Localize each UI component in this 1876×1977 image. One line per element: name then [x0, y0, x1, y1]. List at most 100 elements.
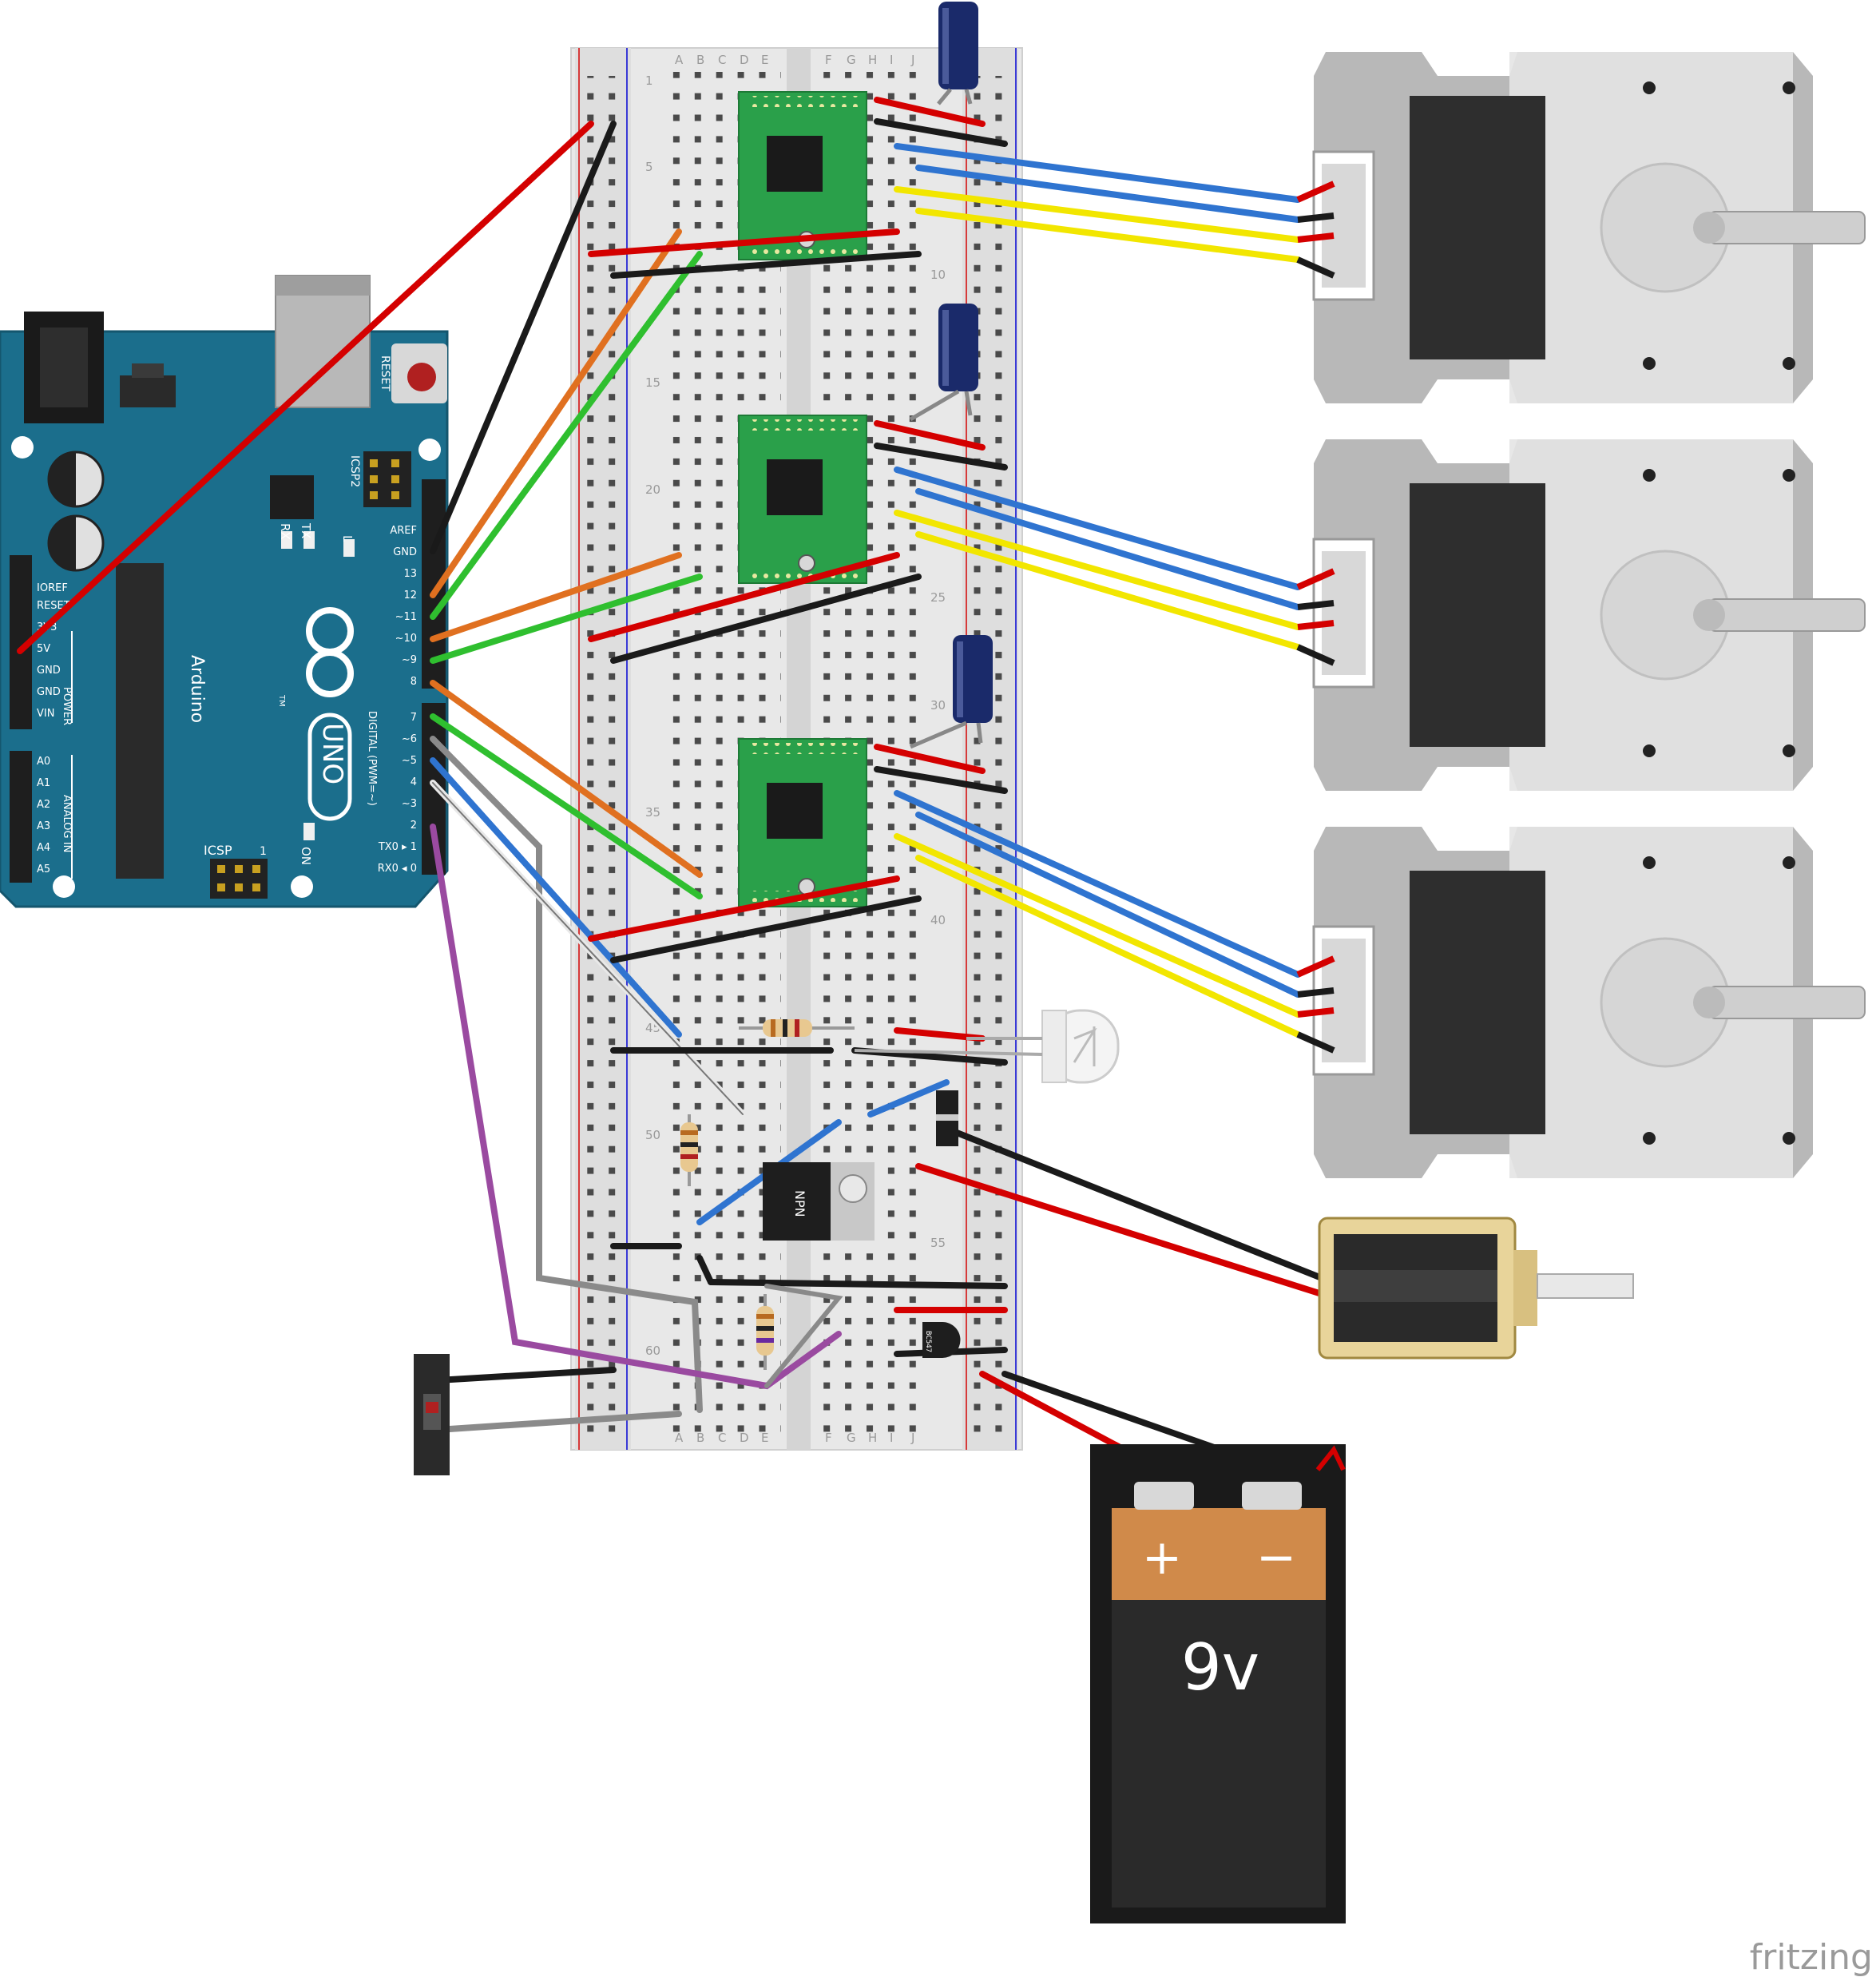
- resistor-lead: [764, 1284, 843, 1388]
- jumper: [708, 1279, 1008, 1289]
- icsp-pin1-label: 1: [260, 845, 267, 858]
- wire-gnd: [430, 121, 617, 554]
- digital-pin-label: ~5: [402, 755, 417, 767]
- usb-chip: [270, 475, 314, 519]
- col-f: F: [825, 53, 832, 67]
- battery-9v: + − 9v: [1090, 1444, 1346, 1923]
- power-pin-label: VIN: [37, 708, 54, 720]
- on-led: [303, 823, 315, 840]
- motor-3-wires: [894, 790, 1301, 1038]
- wire-pin6-gray: [430, 736, 703, 1413]
- row-5: 5: [645, 160, 653, 174]
- stepper-driver-2: [738, 415, 867, 584]
- digital-pin-label: 8: [410, 676, 417, 688]
- col-h-bottom: H: [868, 1431, 877, 1445]
- col-f-bottom: F: [825, 1431, 832, 1445]
- col-c-bottom: C: [718, 1431, 726, 1445]
- wire-pin8: [430, 680, 703, 878]
- fritzing-watermark: fritzing: [1750, 1937, 1873, 1977]
- column-labels-top: A B C D E F G H I J: [675, 53, 914, 67]
- row-60: 60: [645, 1344, 660, 1358]
- battery-plus: +: [1142, 1530, 1182, 1586]
- wire-pin11: [430, 251, 703, 620]
- digital-pin-label: RX0 ◂ 0: [378, 863, 417, 875]
- icsp-label: ICSP: [204, 843, 232, 858]
- mounting-hole: [53, 875, 75, 898]
- jumper: [610, 251, 922, 279]
- analog-label: ANALOG IN: [61, 795, 73, 852]
- l-led: [343, 539, 355, 557]
- digital-pin-label: ~6: [402, 733, 417, 745]
- resistor-base: [680, 1114, 698, 1186]
- col-i-bottom: I: [890, 1431, 893, 1445]
- tx-label: TX: [299, 522, 313, 538]
- tx-led: [281, 531, 292, 549]
- electrolytic-capacitor-2: [909, 304, 978, 422]
- wire-pin9: [430, 574, 703, 664]
- solenoid-wire-red: [915, 1163, 1325, 1297]
- jumper: [867, 1079, 950, 1118]
- small-transistor: BC547: [922, 1322, 961, 1358]
- row-30: 30: [930, 698, 946, 713]
- col-j-bottom: J: [910, 1431, 914, 1445]
- col-i: I: [890, 53, 893, 67]
- solenoid-wire-black: [938, 1123, 1325, 1281]
- col-c: C: [718, 53, 726, 67]
- digital-pin-label: ~3: [402, 798, 417, 810]
- npn-label: NPN: [792, 1190, 807, 1217]
- icsp-header: [210, 859, 268, 899]
- resistor-led: [739, 1019, 855, 1037]
- power-label: POWER: [61, 687, 73, 725]
- l-label: L: [340, 535, 355, 542]
- stepper-motor-2: [1296, 439, 1866, 791]
- row-labels: 1 5 10 15 20 25 30 35 40 45 50 55 60: [645, 73, 946, 1358]
- col-e: E: [761, 53, 768, 67]
- slide-switch[interactable]: [414, 1354, 450, 1475]
- stepper-motor-1: [1296, 52, 1866, 403]
- analog-pin-label: A5: [37, 863, 50, 875]
- on-label: ON: [299, 847, 313, 865]
- mounting-hole: [291, 875, 313, 898]
- jumper: [874, 443, 1008, 470]
- digital-pin-label: ~11: [395, 611, 417, 623]
- digital-pin-label: ~9: [402, 654, 417, 666]
- jumper: [696, 1255, 714, 1285]
- jumper: [588, 875, 900, 942]
- tm-label: TM: [277, 694, 286, 707]
- col-g: G: [847, 53, 856, 67]
- battery-voltage: 9v: [1181, 1630, 1259, 1705]
- digital-pin-label: 2: [410, 820, 417, 832]
- wire-5v: [17, 121, 594, 654]
- wires: [17, 97, 1325, 1473]
- row-35: 35: [645, 805, 660, 820]
- icsp2-label: ICSP2: [348, 455, 361, 487]
- col-a-bottom: A: [675, 1431, 684, 1445]
- analog-pin-label: A1: [37, 777, 50, 789]
- analog-pin-label: A4: [37, 842, 50, 854]
- jumper: [874, 118, 1008, 147]
- col-b: B: [696, 53, 704, 67]
- digital-pin-label: ~10: [395, 633, 417, 645]
- reset-label: RESET: [379, 355, 391, 391]
- row-20: 20: [645, 482, 660, 497]
- col-b-bottom: B: [696, 1431, 704, 1445]
- wire-pin5: [430, 757, 682, 1038]
- row-1: 1: [645, 73, 653, 88]
- digital-pin-label: TX0 ▸ 1: [378, 841, 417, 853]
- col-h: H: [868, 53, 877, 67]
- stepper-motor-3: [1296, 827, 1866, 1178]
- jumper: [588, 228, 900, 257]
- stepper-driver-1: [738, 91, 867, 260]
- mounting-hole: [418, 439, 441, 461]
- solenoid: [1318, 1217, 1634, 1360]
- arduino-uno-board: RESET ICSP2 ICSP 1 TX RX L ON Arduino UN…: [0, 275, 449, 908]
- digital-pin-label: 4: [410, 776, 417, 788]
- switch-wire-black: [434, 1367, 617, 1384]
- rx-led: [303, 531, 315, 549]
- mounting-hole: [11, 436, 34, 459]
- col-d-bottom: D: [740, 1431, 749, 1445]
- row-55: 55: [930, 1236, 946, 1250]
- arduino-logo: Arduino UNO TM: [187, 607, 354, 821]
- power-pin-label: GND: [37, 686, 61, 698]
